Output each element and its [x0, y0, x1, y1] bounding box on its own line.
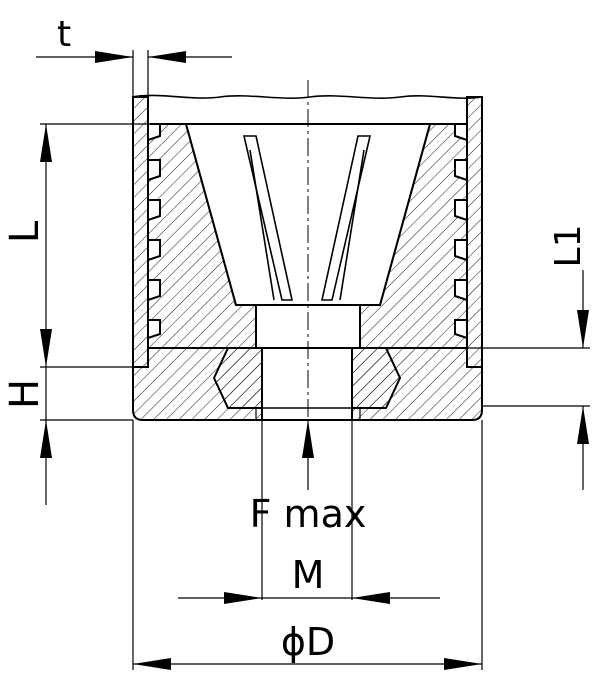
label-t: t [57, 14, 71, 55]
expansion-fins [242, 135, 372, 301]
arrow-l-bottom [40, 329, 52, 367]
arrow-t-left [95, 51, 133, 63]
label-l1: L1 [548, 225, 589, 268]
label-h: H [2, 379, 48, 409]
break-line [131, 94, 483, 99]
label-fmax: F max [250, 492, 367, 536]
arrow-heads [40, 51, 589, 670]
arrow-fmax [302, 420, 314, 458]
arrow-t-right [148, 51, 186, 63]
label-m: M [292, 553, 325, 597]
arrow-m-left [224, 592, 262, 604]
tube-left-wall [132, 96, 149, 368]
arrow-l1-bottom [577, 406, 589, 444]
arrow-h-bottom [40, 420, 52, 458]
inner-cone [184, 123, 432, 306]
insert-body [132, 123, 483, 421]
label-d: ϕD [281, 620, 335, 664]
tube-wall [131, 94, 483, 368]
tube-right-wall [466, 96, 483, 368]
label-l: L [2, 220, 48, 243]
arrow-l1-top [577, 310, 589, 348]
nut-bore [261, 347, 353, 421]
arrow-d-right [444, 658, 482, 670]
arrow-d-left [133, 658, 171, 670]
arrow-m-right [352, 592, 390, 604]
arrow-l-top [40, 124, 52, 162]
